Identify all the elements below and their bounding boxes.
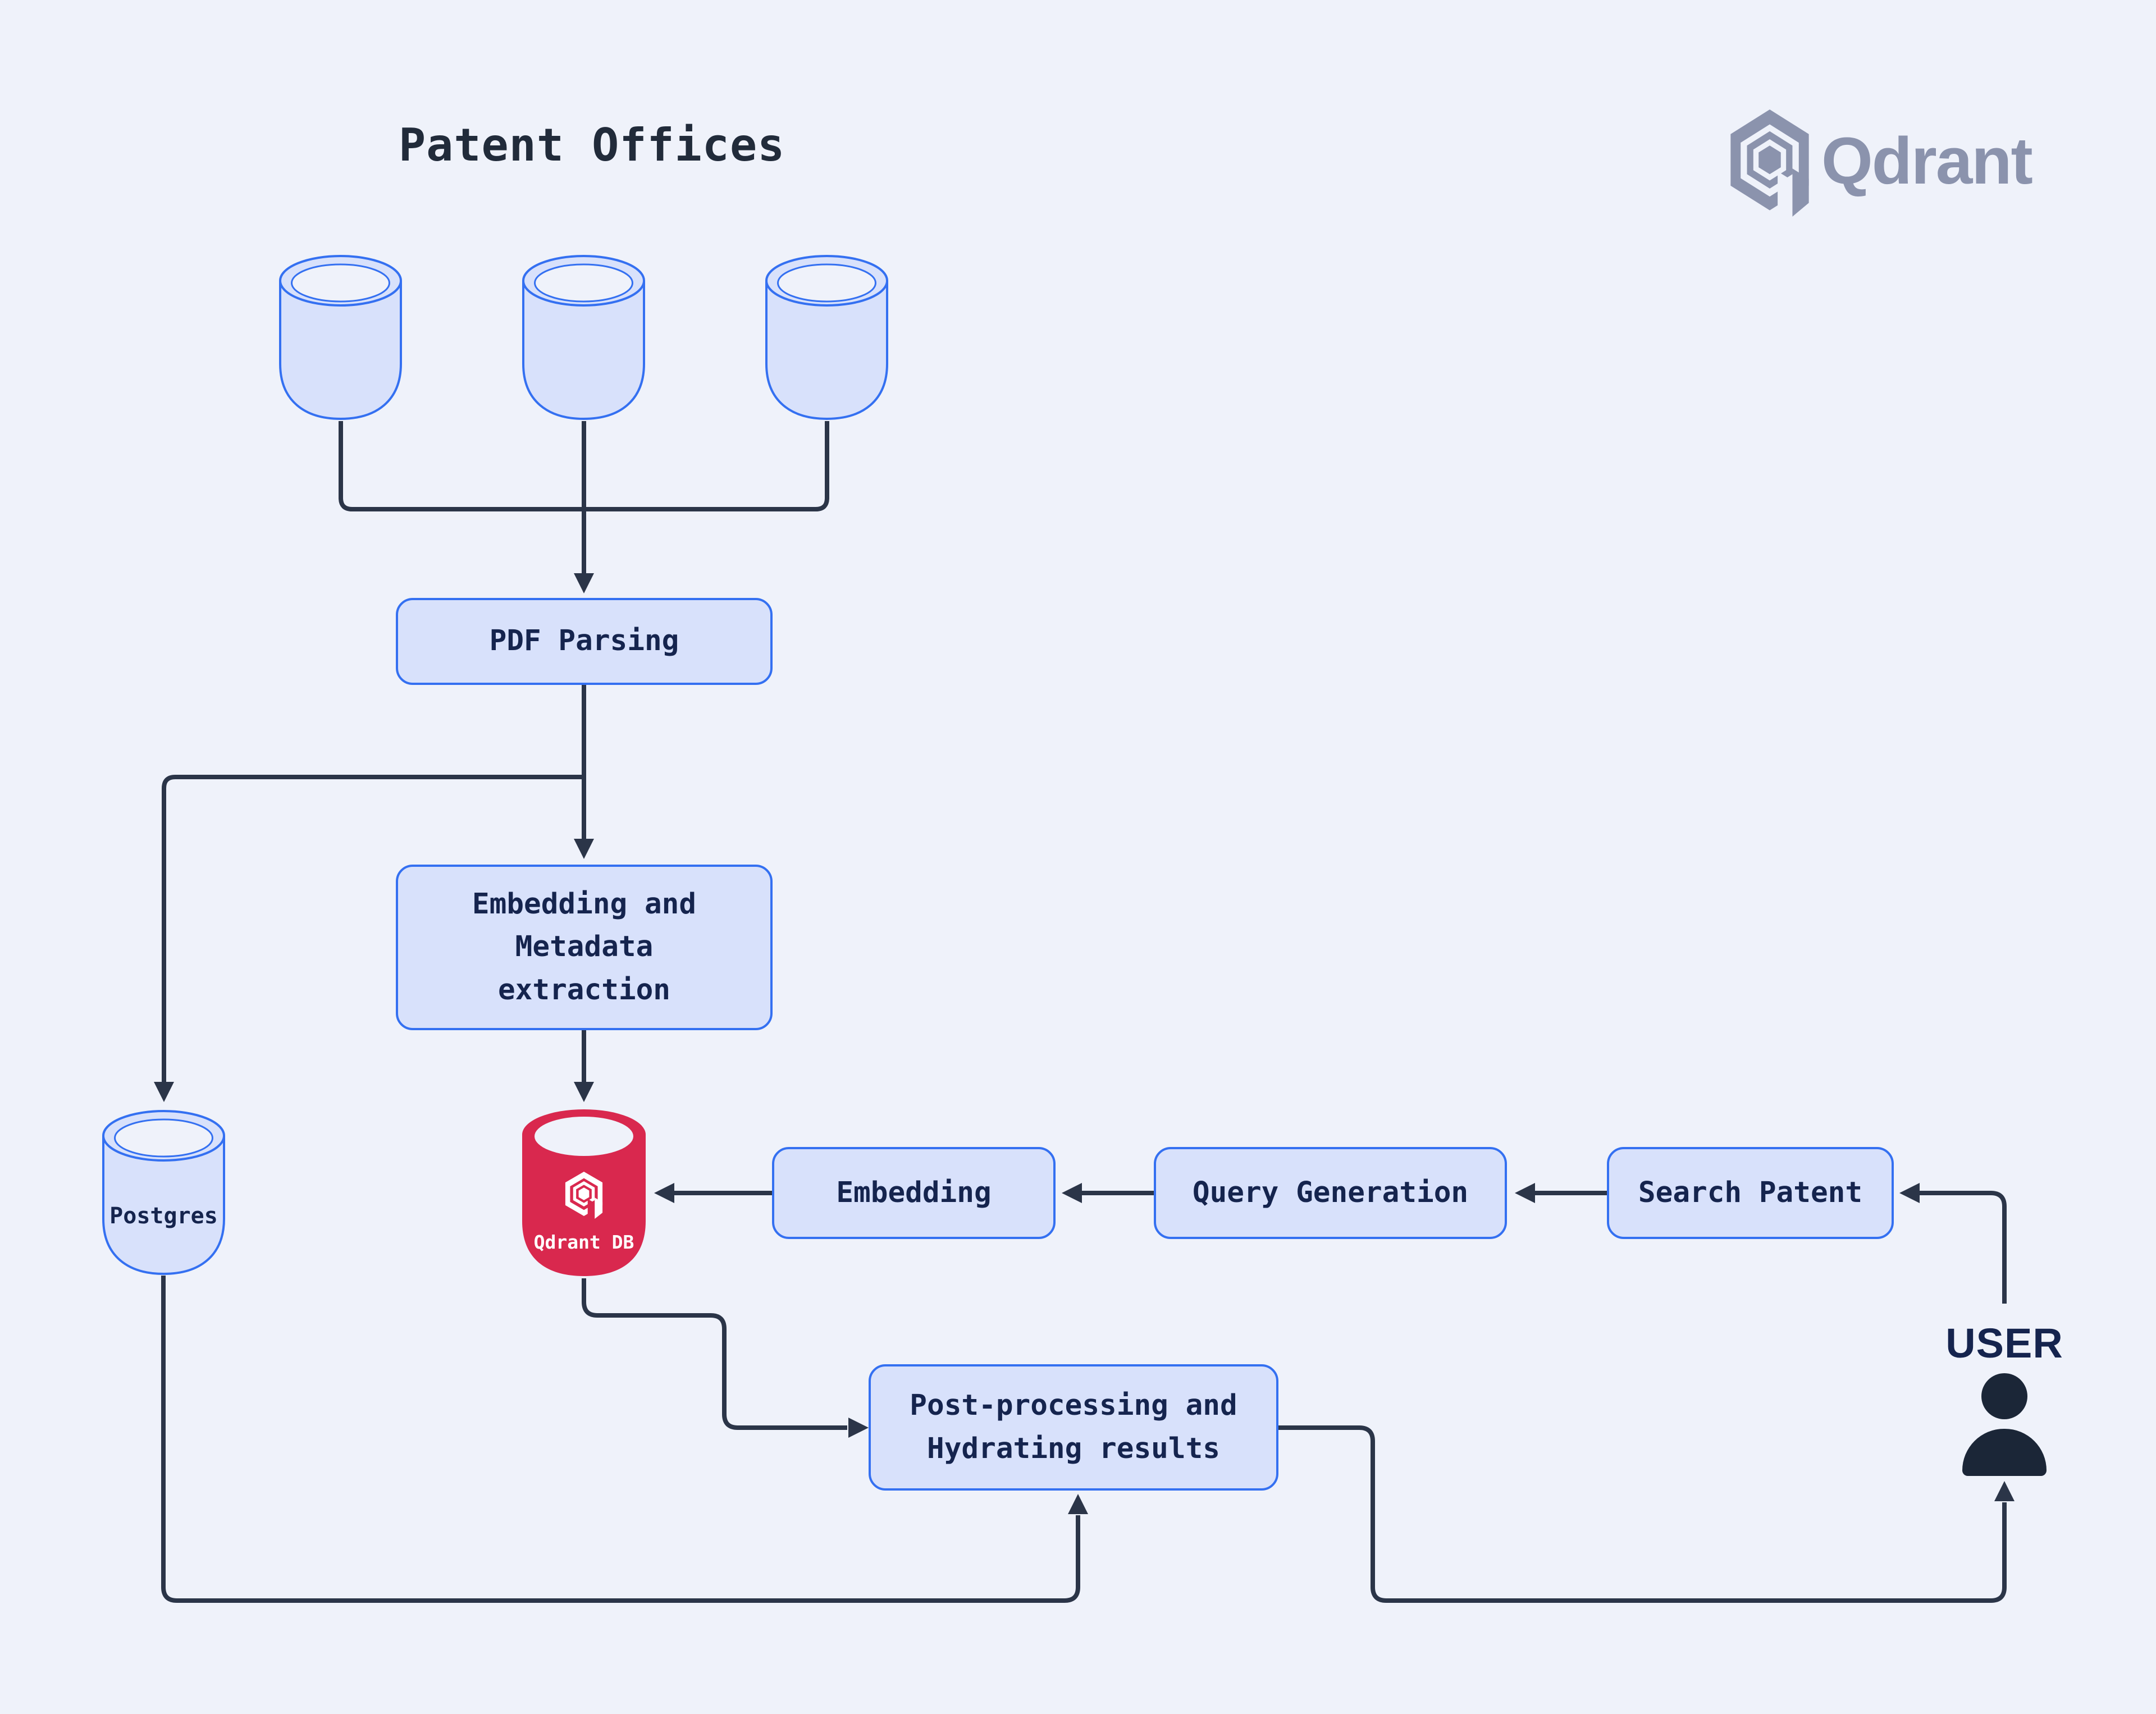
node-post-processing-label: Post-processing and Hydrating results xyxy=(910,1389,1237,1465)
source-db-cylinder-1 xyxy=(279,255,402,420)
node-postgres: Postgres xyxy=(101,1109,226,1276)
node-embedding: Embedding xyxy=(772,1147,1056,1239)
source-db-cylinder-3 xyxy=(765,255,888,420)
node-search-patent: Search Patent xyxy=(1607,1147,1894,1239)
qdrant-logo-icon xyxy=(1730,109,1815,222)
node-postgres-label: Postgres xyxy=(109,1203,218,1229)
node-search-patent-label: Search Patent xyxy=(1638,1176,1863,1209)
node-qdrant-db-label: Qdrant DB xyxy=(533,1231,634,1253)
node-embedding-metadata-label: Embedding and Metadata extraction xyxy=(472,887,697,1007)
node-qdrant-db: Qdrant DB xyxy=(521,1109,647,1278)
node-post-processing: Post-processing and Hydrating results xyxy=(869,1364,1278,1491)
node-query-generation-label: Query Generation xyxy=(1192,1176,1469,1209)
node-pdf-parsing: PDF Parsing xyxy=(396,598,773,685)
node-embedding-label: Embedding xyxy=(836,1176,992,1209)
postgres-cylinder xyxy=(102,1110,225,1276)
page-title: Patent Offices xyxy=(399,119,785,171)
qdrant-db-logo-icon xyxy=(565,1172,605,1221)
node-query-generation: Query Generation xyxy=(1154,1147,1507,1239)
source-db-cylinder-2 xyxy=(522,255,645,420)
node-embedding-metadata: Embedding and Metadata extraction xyxy=(396,865,773,1030)
qdrant-logo-wordmark: Qdrant xyxy=(1821,124,2033,198)
user-person-icon-body xyxy=(1962,1429,2047,1476)
user-person-icon xyxy=(1981,1373,2027,1419)
node-pdf-parsing-label: PDF Parsing xyxy=(489,624,679,658)
user-label: USER xyxy=(1945,1320,2063,1366)
